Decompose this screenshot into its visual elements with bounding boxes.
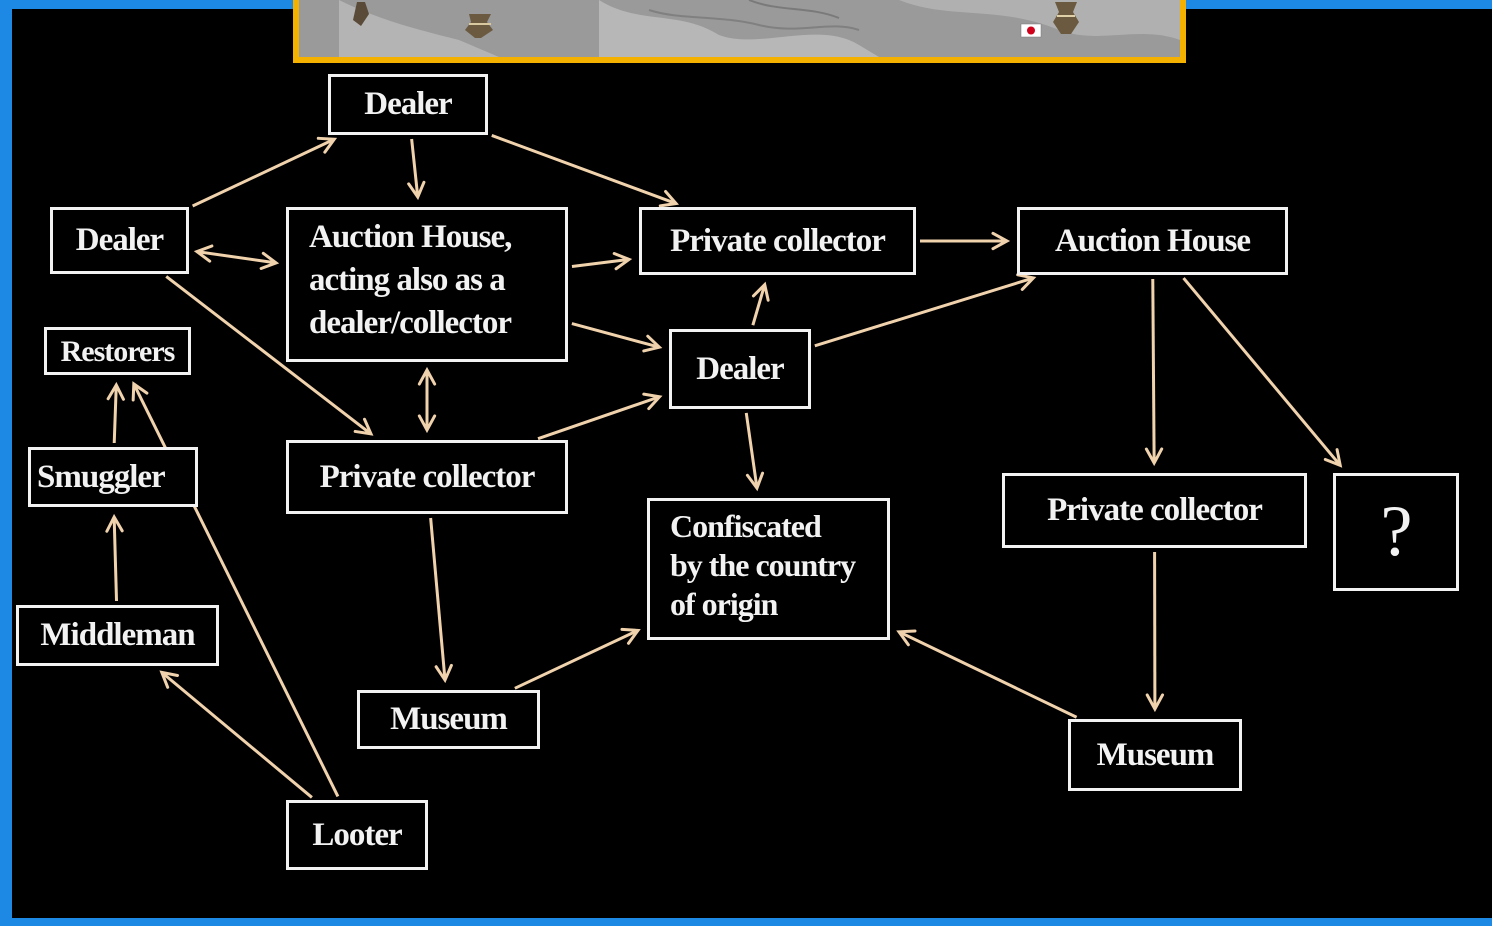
confiscated-label: Confiscated by the country of origin xyxy=(670,508,856,623)
arrow-head xyxy=(612,252,633,271)
arrow-head xyxy=(159,670,179,689)
question-mark-label: ? xyxy=(1380,491,1413,572)
connector-dealer_center-to-confiscated xyxy=(744,412,759,489)
figure-icon xyxy=(353,2,369,26)
arrow-head xyxy=(896,629,917,647)
private-collector-right-box: Private collector xyxy=(1002,473,1307,548)
middleman-box: Middleman xyxy=(16,605,219,666)
connector-dealer_center-to-private_collector_center xyxy=(751,284,767,326)
dealer-left-label: Dealer xyxy=(75,222,164,259)
unknown-destination-box: ? xyxy=(1333,473,1459,591)
arrow-head xyxy=(316,136,338,154)
connector-smuggler-to-restorers xyxy=(112,384,118,444)
connector-dealer_left-to-private_collector_left xyxy=(165,275,372,436)
arrow-head xyxy=(745,471,765,492)
arrow-head xyxy=(642,334,663,353)
arrow-head xyxy=(658,189,680,208)
auction-house-right-box: Auction House xyxy=(1017,207,1288,275)
connector-auction_house_dealer-to-private_collector_center xyxy=(571,257,630,268)
connector-dealer_center-to-auction_house_right xyxy=(814,276,1034,348)
private-collector-left-label: Private collector xyxy=(319,458,536,495)
arrow-head xyxy=(1144,447,1164,467)
connector-auction_house_right-to-question xyxy=(1182,277,1342,467)
auction-house-dealer-box: Auction House, acting also as a dealer/c… xyxy=(286,207,568,362)
arrow-head xyxy=(259,251,280,271)
japan-flag-icon xyxy=(1020,23,1042,38)
connector-dealer_left-to-auction_house_dealer xyxy=(196,250,277,265)
private-collector-center-box: Private collector xyxy=(639,207,916,275)
confiscated-box: Confiscated by the country of origin xyxy=(647,498,890,640)
arrow-head xyxy=(1016,273,1037,291)
arrow-head xyxy=(407,180,426,201)
looter-box: Looter xyxy=(286,800,428,870)
restorers-box: Restorers xyxy=(44,327,191,375)
arrow-head xyxy=(417,366,437,386)
dealer-left-box: Dealer xyxy=(50,207,189,274)
arrow-head xyxy=(620,627,641,645)
restorers-label: Restorers xyxy=(60,334,176,368)
connector-dealer_top-to-private_collector_center xyxy=(491,134,677,205)
smuggler-box: Smuggler xyxy=(28,447,198,507)
arrow-head xyxy=(434,663,453,684)
connector-auction_house_right-to-private_collector_right xyxy=(1151,278,1156,464)
world-map-image xyxy=(299,0,1180,57)
arrow-head xyxy=(1323,448,1343,468)
private-collector-left-box: Private collector xyxy=(286,440,568,514)
smuggler-label: Smuggler xyxy=(37,458,166,495)
museum-left-label: Museum xyxy=(390,701,508,738)
dealer-center-label: Dealer xyxy=(696,350,784,387)
museum-right-label: Museum xyxy=(1096,736,1215,773)
dealer-center-box: Dealer xyxy=(669,329,811,409)
arrow-head xyxy=(131,381,149,402)
arrow-head xyxy=(193,244,214,263)
museum-left-box: Museum xyxy=(357,690,540,749)
connector-private_collector_left-to-dealer_center xyxy=(537,395,661,441)
world-map-banner xyxy=(293,0,1186,63)
arrow-head xyxy=(642,392,663,411)
middleman-label: Middleman xyxy=(40,617,195,654)
connector-middleman-to-smuggler xyxy=(112,516,119,602)
connector-private_collector_left-to-museum_left xyxy=(429,517,447,681)
arrow-head xyxy=(106,381,125,401)
connector-dealer_left-to-dealer_top xyxy=(191,137,335,208)
arrow-head xyxy=(1145,693,1165,713)
arrow-head xyxy=(991,231,1011,251)
connector-dealer_top-to-auction_house_dealer xyxy=(410,138,420,198)
connector-looter-to-middleman xyxy=(160,671,313,799)
arrow-head xyxy=(353,417,374,436)
vase-icon xyxy=(465,14,493,38)
arrow-head xyxy=(751,281,770,302)
auction-house-right-label: Auction House xyxy=(1054,222,1251,259)
auction-house-dealer-label: Auction House, acting also as a dealer/c… xyxy=(309,219,512,341)
private-collector-right-label: Private collector xyxy=(1047,492,1263,529)
arrow-head xyxy=(417,414,437,434)
museum-right-box: Museum xyxy=(1068,719,1242,791)
dealer-top-box: Dealer xyxy=(328,74,488,135)
amphora-icon xyxy=(1053,2,1079,34)
arrow-head xyxy=(105,513,124,533)
connector-museum_left-to-confiscated xyxy=(514,629,639,690)
connector-auction_house_dealer-to-dealer_center xyxy=(571,322,660,349)
looter-label: Looter xyxy=(312,816,402,853)
private-collector-center-label: Private collector xyxy=(670,222,886,259)
dealer-top-label: Dealer xyxy=(364,86,452,123)
connector-museum_right-to-confiscated xyxy=(898,630,1078,719)
